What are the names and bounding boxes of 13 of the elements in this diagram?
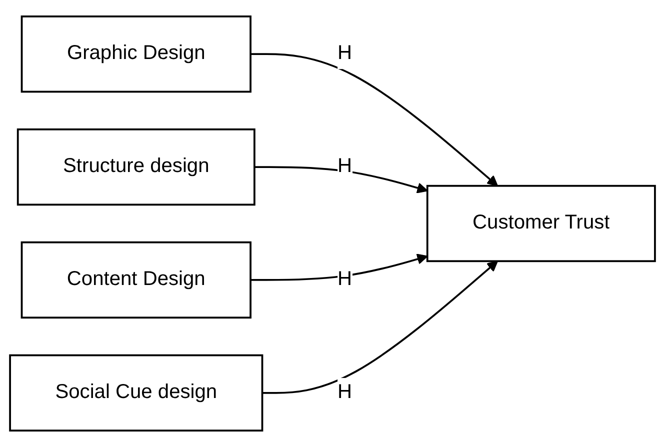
edge-label: H (338, 42, 352, 64)
node-box: Social Cue design (9, 354, 264, 432)
edge-label: H (338, 156, 352, 178)
node-box: Graphic Design (20, 16, 252, 93)
edge-label: H (338, 382, 352, 403)
node-box: Structure design (16, 128, 256, 206)
arrow (254, 166, 428, 194)
arrow (262, 260, 498, 394)
node-box: Customer Trust (426, 184, 656, 262)
node-box: Content Design (20, 241, 252, 319)
arrow (250, 53, 498, 186)
edge-label: H (338, 268, 352, 290)
arrow (250, 254, 428, 281)
